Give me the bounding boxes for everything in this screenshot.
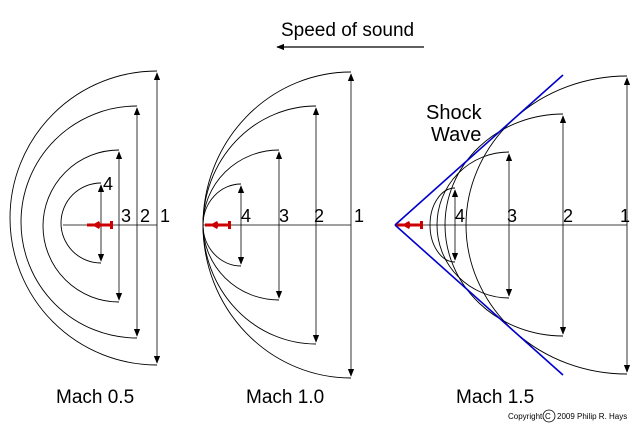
aircraft-icon	[397, 221, 423, 229]
wavefront-number-1: 1	[620, 206, 630, 226]
panel-mach-1-0: 1 2 3 4 Mach 1.0	[202, 71, 364, 408]
wavefront-number-4: 4	[241, 206, 251, 226]
wavefront-3	[436, 151, 510, 299]
wavefront-number-3: 3	[507, 206, 517, 226]
wavefront-number-2: 2	[563, 206, 573, 226]
copyright-symbol: C	[545, 412, 551, 421]
wavefront-number-2: 2	[314, 206, 324, 226]
speed-of-sound-indicator: Speed of sound	[276, 20, 424, 51]
wavefront-4	[202, 183, 242, 267]
wavefront-4	[429, 187, 456, 263]
wavefront-number-4: 4	[103, 174, 113, 194]
wavefront-number-3: 3	[279, 206, 289, 226]
speed-of-sound-label: Speed of sound	[281, 20, 414, 41]
copyright-prefix: Copyright	[508, 412, 543, 421]
shock-wave-label-line2: Wave	[431, 124, 481, 146]
wavefront-number-3: 3	[121, 206, 131, 226]
panel-mach-0-5: 1 2 3 4 Mach 0.5	[9, 70, 170, 408]
wavefront-1	[465, 75, 628, 375]
aircraft-icon	[205, 221, 231, 229]
wavefront-number-1: 1	[160, 206, 170, 226]
wavefront-1	[9, 70, 158, 366]
wavefront-2	[444, 113, 564, 337]
copyright-notice: Copyright C 2009 Philip R. Hays	[508, 409, 627, 423]
mach-label: Mach 0.5	[56, 387, 134, 408]
shock-wave-line-upper	[394, 74, 564, 226]
copyright-symbol-icon	[542, 409, 556, 423]
mach-label: Mach 1.5	[456, 387, 534, 408]
wavefront-2	[20, 105, 138, 339]
panel-mach-1-5: Shock Wave 1 2 3 4 Mach 1.5	[394, 74, 631, 408]
wavefront-number-4: 4	[455, 206, 465, 226]
wavefront-number-1: 1	[354, 206, 364, 226]
wavefront-4	[60, 182, 102, 264]
wavefront-3	[42, 149, 120, 303]
shock-wave-line-lower	[394, 224, 564, 376]
wavefront-number-2: 2	[140, 206, 150, 226]
copyright-suffix: 2009 Philip R. Hays	[557, 412, 627, 421]
shock-wave-label-line1: Shock	[426, 102, 483, 124]
mach-label: Mach 1.0	[246, 387, 324, 408]
aircraft-icon	[87, 221, 113, 229]
